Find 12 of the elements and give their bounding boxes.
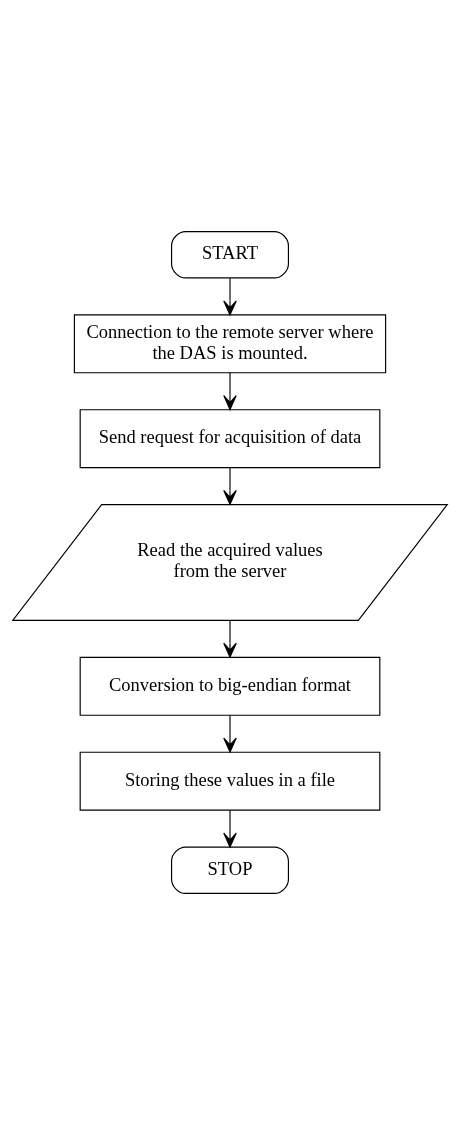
node-box: START [171, 231, 289, 279]
arrow [223, 619, 237, 658]
arrow [223, 372, 237, 411]
arrow [223, 467, 237, 505]
arrow [223, 277, 237, 316]
node-box: Connection to the remote server where the DAS is mounted. [73, 314, 387, 374]
node-box: Send request for acquisition of data [79, 409, 381, 469]
node-box: Conversion to big-endian format [79, 656, 381, 716]
arrow [223, 809, 237, 848]
node-box: STOP [171, 846, 289, 894]
node-box: Storing these values in a file [79, 751, 381, 811]
arrow [223, 714, 237, 753]
